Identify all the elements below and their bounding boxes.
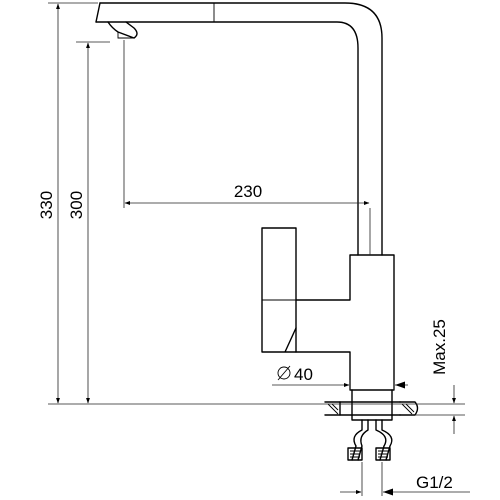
spout-pipe-inner bbox=[95, 21, 359, 256]
aerator-outlet bbox=[117, 32, 134, 39]
countertop bbox=[324, 401, 341, 416]
label-spout-reach: 230 bbox=[234, 182, 262, 201]
spout-end-cap bbox=[95, 2, 101, 23]
supply-hose-right-2 bbox=[381, 419, 393, 461]
aerator-nozzle bbox=[107, 21, 138, 39]
dimension-lines bbox=[56, 3, 470, 496]
supply-hose-left bbox=[351, 419, 363, 461]
hose-fitting-left bbox=[347, 447, 363, 461]
label-total-height: 330 bbox=[37, 191, 56, 219]
supply-hose-left-2 bbox=[357, 419, 369, 461]
spout-pipe bbox=[99, 2, 383, 256]
countertop-hatch bbox=[327, 403, 415, 415]
hose-fitting-thread bbox=[350, 450, 388, 458]
lever-handle bbox=[261, 227, 297, 353]
label-connection-thread: G1/2 bbox=[416, 473, 453, 492]
label-hole-diameter: 40 bbox=[277, 365, 313, 384]
faucet-body bbox=[295, 254, 395, 391]
dimension-labels: 330 300 230 40 Max.25 G1/2 bbox=[37, 182, 453, 492]
label-spout-height: 300 bbox=[67, 191, 86, 219]
mounting-nut bbox=[339, 401, 401, 416]
label-max-thickness: Max.25 bbox=[430, 319, 449, 375]
faucet-outline bbox=[95, 2, 419, 461]
diameter-symbol-icon bbox=[277, 366, 291, 380]
extension-lines bbox=[48, 2, 465, 496]
hose-fitting-right bbox=[375, 447, 391, 461]
supply-hose-right bbox=[375, 419, 387, 461]
label-hole-diameter-value: 40 bbox=[294, 365, 313, 384]
